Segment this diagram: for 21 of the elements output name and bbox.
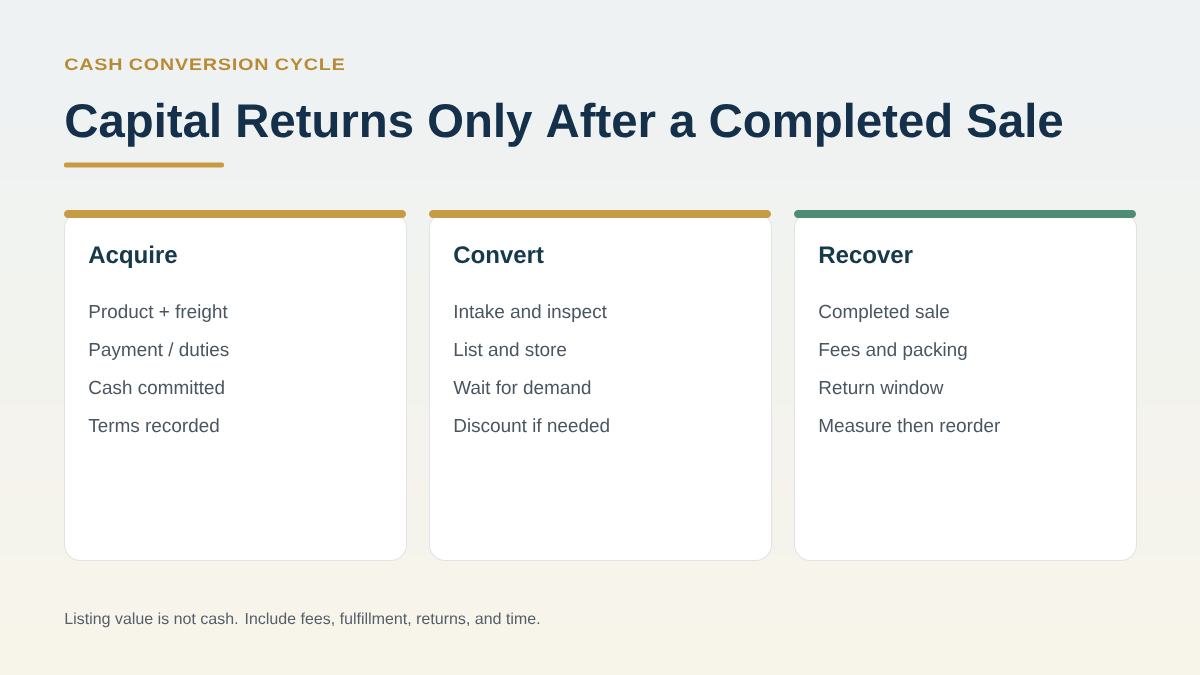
list-item: Completed sale — [819, 304, 949, 322]
list-item: Discount if needed — [454, 418, 609, 433]
list-item: Terms recorded — [88, 418, 219, 433]
card-heading: Recover — [819, 246, 913, 264]
footnote: Listing value is not cash. Include fees, fulfillment, returns, and time. — [65, 612, 540, 628]
stage-card — [794, 210, 1137, 561]
list-item: Return window — [819, 380, 944, 395]
list-item: Product + freight — [89, 304, 228, 322]
list-item: Measure then reorder — [819, 418, 1000, 433]
list-item: List and store — [454, 342, 567, 357]
list-item: Payment / duties — [89, 342, 229, 360]
list-item: Cash committed — [89, 380, 224, 395]
stage-card — [429, 210, 772, 561]
list-item: Fees and packing — [819, 342, 967, 360]
stage-card — [64, 210, 407, 561]
title: Capital Returns Only After a Completed Sale — [66, 102, 1063, 147]
list-item: Wait for demand — [453, 380, 591, 395]
kicker-label: CASH CONVERSION CYCLE — [65, 58, 344, 71]
list-item: Intake and inspect — [455, 304, 607, 322]
card-heading: Acquire — [88, 245, 177, 268]
card-heading: Convert — [454, 246, 544, 264]
